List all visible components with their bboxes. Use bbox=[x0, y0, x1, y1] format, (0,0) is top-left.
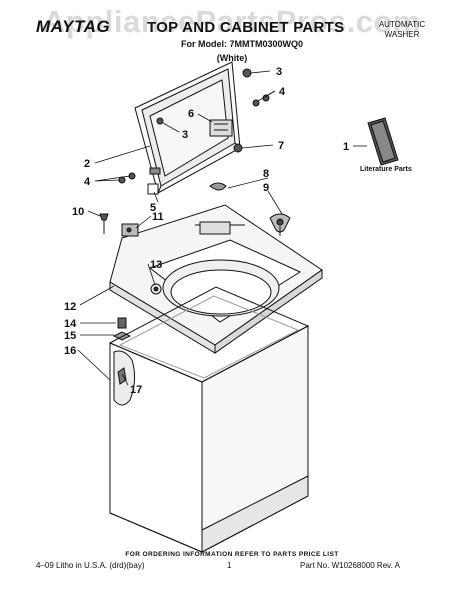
callout-12: 12 bbox=[64, 301, 76, 313]
cabinet bbox=[108, 286, 310, 553]
top-hinge-left bbox=[99, 213, 139, 237]
callout-2: 2 bbox=[84, 158, 90, 170]
callout-13: 13 bbox=[150, 259, 162, 271]
callout-3-bumper: 3 bbox=[276, 66, 282, 78]
page-title: TOP AND CABINET PARTS bbox=[147, 19, 345, 36]
literature-booklet bbox=[367, 117, 399, 166]
callout-14: 14 bbox=[64, 318, 77, 330]
callout-7: 7 bbox=[278, 140, 284, 152]
literature-parts-label: Literature Parts bbox=[360, 166, 412, 173]
top-panel bbox=[109, 204, 323, 354]
lid-switch bbox=[209, 182, 291, 236]
callout-4-left: 4 bbox=[84, 176, 91, 188]
callout-6: 6 bbox=[188, 108, 194, 120]
footer-litho: 4–09 Litho in U.S.A. (drd)(bay) bbox=[36, 561, 145, 570]
model-number: For Model: 7MMTM0300WQ0 bbox=[181, 39, 304, 49]
callout-1: 1 bbox=[343, 141, 349, 153]
category-line-2: WASHER bbox=[384, 30, 420, 39]
category-line-1: AUTOMATIC bbox=[378, 20, 426, 29]
footer-part-number: Part No. W10268000 Rev. A bbox=[300, 561, 400, 570]
lid-hinge bbox=[209, 119, 233, 137]
ordering-note: FOR ORDERING INFORMATION REFER TO PARTS … bbox=[125, 551, 339, 558]
callout-9: 9 bbox=[263, 182, 269, 194]
callout-11: 11 bbox=[152, 211, 164, 223]
callout-5: 5 bbox=[150, 202, 156, 214]
callout-8: 8 bbox=[263, 168, 269, 180]
callout-15: 15 bbox=[64, 330, 76, 342]
callout-17: 17 bbox=[130, 384, 142, 396]
callout-4-top-right: 4 bbox=[279, 86, 286, 98]
watermark-text: AppliancePartsPros.com bbox=[43, 4, 421, 39]
callout-16: 16 bbox=[64, 345, 76, 357]
footer-page-number: 1 bbox=[227, 561, 232, 570]
callout-10: 10 bbox=[72, 206, 84, 218]
washer-lid bbox=[134, 61, 241, 194]
model-color: (White) bbox=[216, 53, 248, 63]
callout-3-lid: 3 bbox=[182, 129, 188, 141]
brand-logo: MAYTAG bbox=[36, 17, 111, 36]
